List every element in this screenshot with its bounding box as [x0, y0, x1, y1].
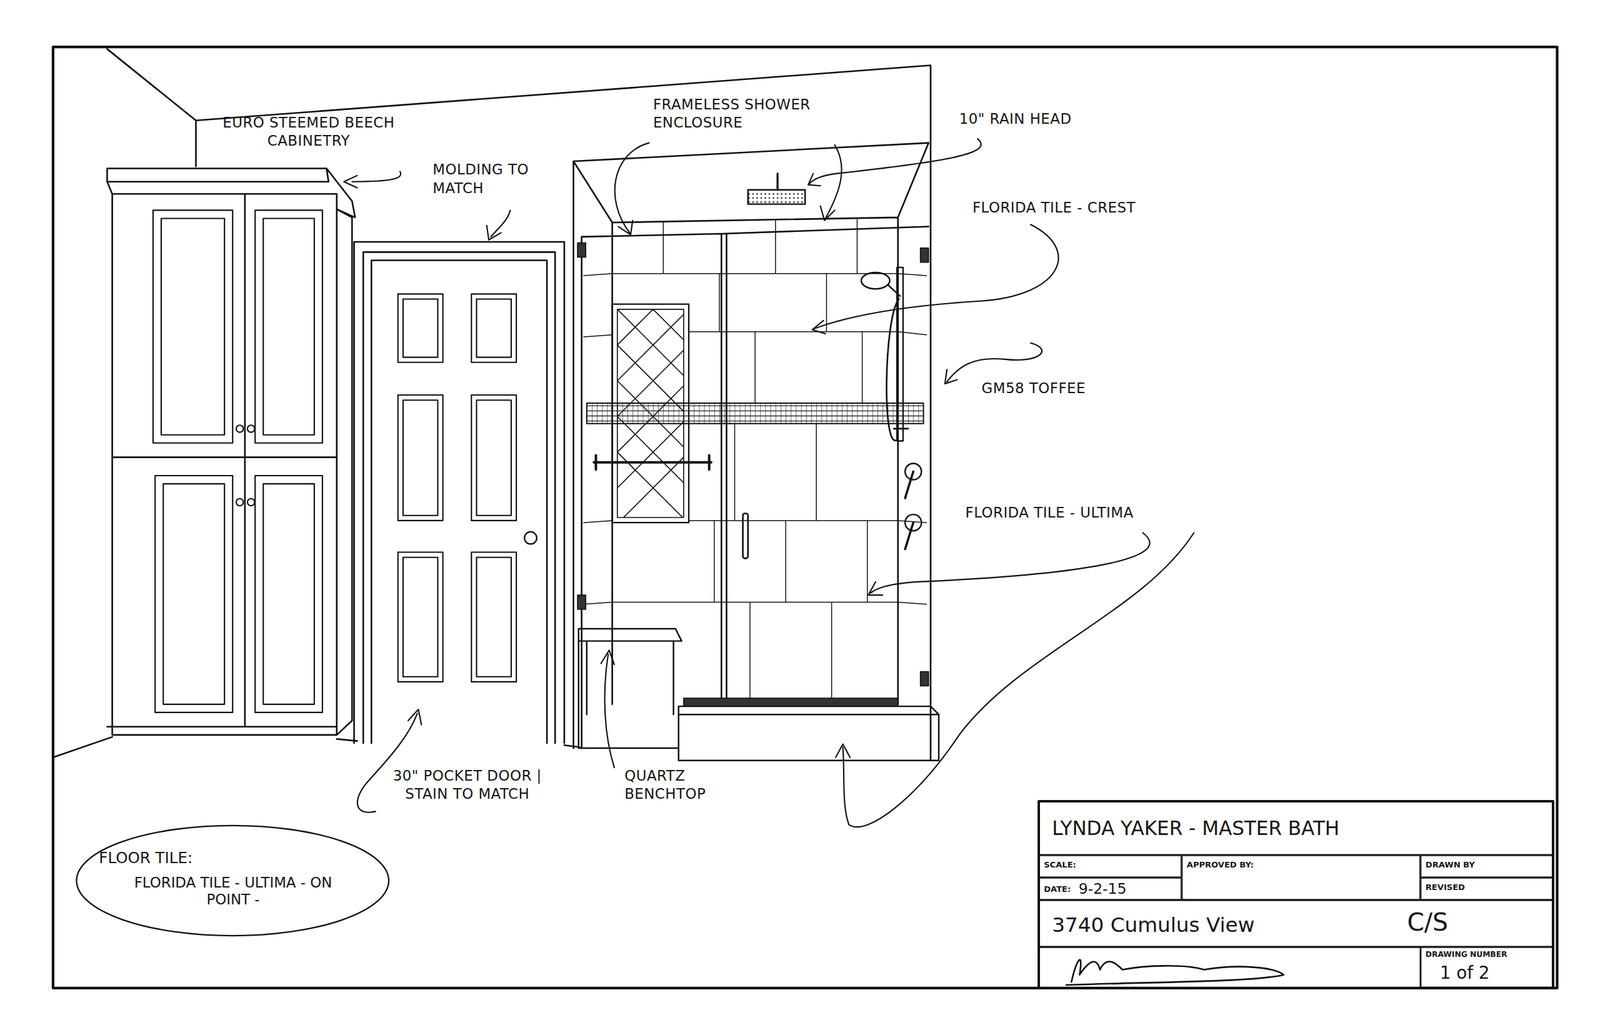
- leader-line: [615, 143, 650, 235]
- note-body: FLORIDA TILE - ULTIMA - ON POINT -: [123, 874, 344, 908]
- hand-shower: [861, 272, 890, 289]
- note-ellipse: FLOOR TILE: FLORIDA TILE - ULTIMA - ON PO…: [74, 823, 391, 939]
- leader-line: [808, 138, 982, 186]
- wall-tile-lines: [583, 219, 927, 705]
- shower-enclosure: [573, 143, 929, 749]
- cabinet-knob: [247, 425, 255, 432]
- leader-line: [945, 343, 1042, 384]
- door-knob: [524, 531, 537, 545]
- title-cell: REVISED: [1420, 877, 1554, 900]
- callout-label: FLORIDA TILE - CREST: [972, 198, 1136, 217]
- rain-head-arm: [776, 173, 779, 190]
- quartz-bench: [578, 628, 682, 749]
- callout-label: 30" POCKET DOOR | STAIN TO MATCH: [385, 767, 549, 804]
- callout-label: MOLDING TO MATCH: [432, 161, 547, 197]
- glass-clamp: [577, 595, 586, 610]
- title-block-frame: [1038, 801, 1554, 989]
- leader-line: [812, 224, 1059, 334]
- field-label: DATE:: [1043, 885, 1071, 895]
- callout-label: EURO STEEMED BEECH CABINETRY: [209, 114, 409, 150]
- field-label: SCALE:: [1043, 860, 1077, 870]
- leader-line: [820, 145, 842, 221]
- designer-initials: C/S: [1406, 909, 1448, 938]
- towel-bar: [593, 455, 712, 470]
- pocket-door-casing: [354, 241, 565, 744]
- sheet-border: [53, 46, 1558, 989]
- leader-line: [835, 532, 1194, 827]
- room-outline: [53, 48, 931, 760]
- callout-label: GM58 TOFFEE: [981, 379, 1086, 398]
- cabinet-knob: [247, 498, 255, 506]
- title-cell: 3740 Cumulus View C/S: [1038, 900, 1554, 947]
- leader-line: [868, 532, 1150, 595]
- signature: [1066, 960, 1284, 985]
- title-cell: DRAWN BY: [1420, 855, 1554, 878]
- sheet-number: 1 of 2: [1440, 963, 1490, 984]
- signature-cell: [1038, 947, 1421, 989]
- field-label: APPROVED BY:: [1186, 860, 1254, 870]
- cabinet-knob: [236, 425, 244, 432]
- door-hinge: [920, 671, 929, 687]
- leader-line: [343, 171, 401, 188]
- title-cell: SCALE:: [1038, 855, 1182, 878]
- callout-label: FRAMELESS SHOWER ENCLOSURE: [653, 95, 835, 132]
- note-heading: FLOOR TILE:: [98, 850, 193, 868]
- project-title: LYNDA YAKER - MASTER BATH: [1051, 817, 1340, 840]
- leader-line: [486, 210, 511, 240]
- field-label: REVISED: [1425, 882, 1465, 892]
- title-cell: DRAWING NUMBER 1 of 2: [1420, 946, 1554, 988]
- mosaic-band: [586, 403, 924, 424]
- valve-handle: [905, 471, 914, 550]
- shower-pan: [683, 698, 899, 707]
- address-value: 3740 Cumulus View: [1051, 913, 1255, 937]
- callout-label: 10" RAIN HEAD: [959, 110, 1072, 129]
- date-value: 9-2-15: [1078, 880, 1127, 898]
- callout-label: FLORIDA TILE - ULTIMA: [965, 504, 1134, 523]
- field-label: DRAWING NUMBER: [1425, 951, 1508, 960]
- title-cell: APPROVED BY:: [1181, 855, 1421, 900]
- callout-label: QUARTZ BENCHTOP: [624, 767, 732, 804]
- shower-curb: [678, 706, 939, 761]
- cabinet-body: [106, 168, 355, 735]
- door-handle: [743, 513, 749, 559]
- cabinet-panels: [153, 210, 323, 713]
- door-panels: [398, 293, 517, 682]
- rain-head: [748, 190, 805, 205]
- field-label: DRAWN BY: [1425, 860, 1475, 870]
- ellipse-outline: [76, 825, 389, 936]
- glass-clamp: [577, 243, 586, 258]
- leader-line: [601, 650, 615, 768]
- title-cell: LYNDA YAKER - MASTER BATH: [1038, 801, 1554, 856]
- door-hinge: [920, 248, 929, 263]
- title-cell: DATE: 9-2-15: [1038, 877, 1182, 900]
- cabinet-knob: [236, 498, 244, 506]
